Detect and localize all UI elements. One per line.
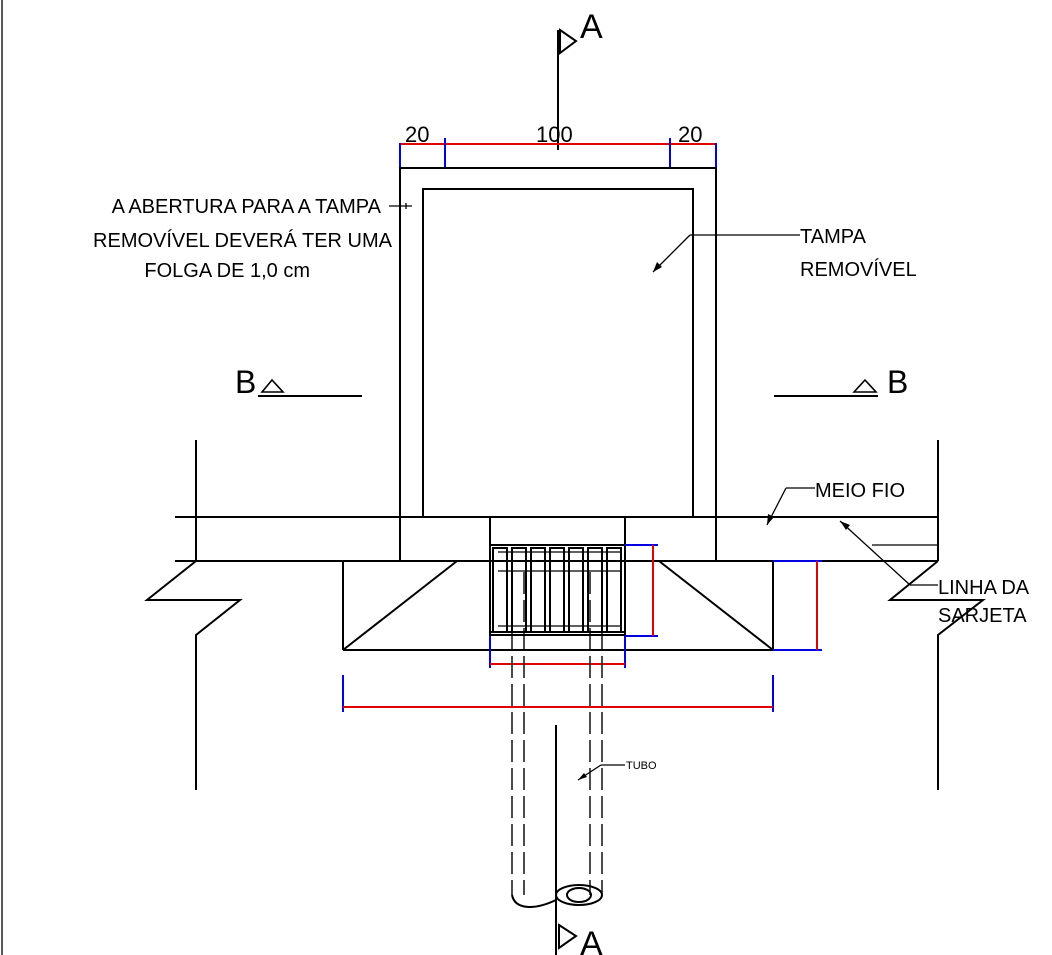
opening-note-line-2: REMOVÍVEL DEVERÁ TER UMA [93, 229, 393, 252]
pipe-callout: TUBO [577, 760, 657, 781]
grate-dimensions [489, 544, 822, 668]
gutter-label-line-1: LINHA DA [938, 577, 1030, 599]
cover-callout: TAMPA REMOVÍVEL [652, 226, 917, 281]
curb-label: MEIO FIO [815, 480, 905, 502]
gutter-callout: LINHA DA SARJETA [839, 520, 1030, 627]
section-a-bottom-marker: A [555, 910, 603, 955]
dimension-right-label: 20 [678, 122, 702, 147]
opening-note-line-1: A ABERTURA PARA A TAMPA [112, 196, 382, 218]
section-b-right-label: B [887, 364, 908, 400]
top-dimension-chain: 20 100 20 [399, 122, 717, 168]
curb-callout: MEIO FIO [766, 480, 905, 526]
section-a-bottom-label: A [580, 925, 603, 955]
section-b-left-label: B [235, 364, 256, 400]
pipe-label: TUBO [626, 760, 657, 772]
section-a-top-marker: A [557, 8, 603, 150]
gutter-label-line-2: SARJETA [938, 605, 1027, 627]
inlet-box [399, 167, 717, 562]
break-lines [144, 560, 986, 790]
dimension-center-label: 100 [536, 122, 573, 147]
section-a-top-label: A [580, 8, 603, 46]
opening-note-line-3: FOLGA DE 1,0 cm [144, 260, 310, 282]
section-b-left-marker: B [235, 364, 362, 400]
cover-label-line-1: TAMPA [800, 226, 867, 248]
pipe [511, 572, 603, 912]
dimension-left-label: 20 [405, 122, 429, 147]
basin-width-dimension [342, 675, 774, 712]
removable-cover [422, 188, 694, 518]
opening-note: A ABERTURA PARA A TAMPA REMOVÍVEL DEVERÁ… [93, 196, 412, 282]
lower-basin [342, 560, 774, 651]
section-b-right-marker: B [774, 364, 908, 400]
cover-label-line-2: REMOVÍVEL [800, 258, 917, 281]
grate [489, 516, 626, 636]
grate-bars [492, 547, 622, 633]
